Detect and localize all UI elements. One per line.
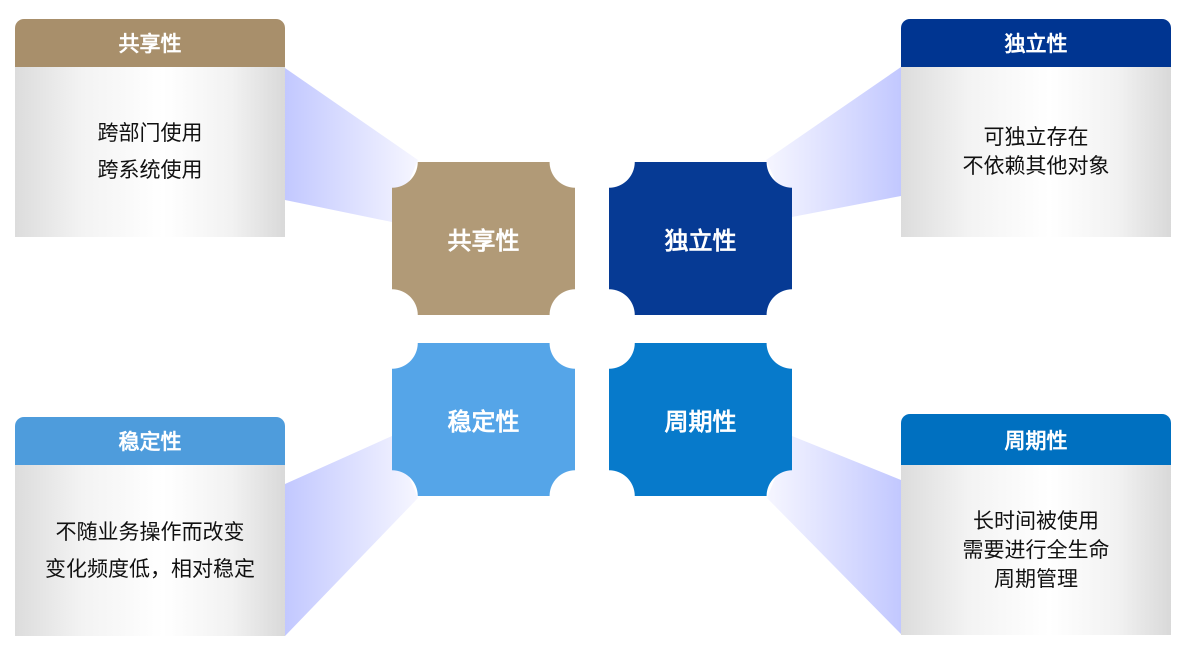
card-body: 可独立存在 不依赖其他对象	[901, 67, 1171, 237]
card-cycle: 周期性 长时间被使用 需要进行全生命 周期管理	[901, 414, 1171, 635]
card-line: 可独立存在	[983, 125, 1089, 149]
card-line: 需要进行全生命	[962, 537, 1110, 562]
beam-cycle	[767, 436, 901, 634]
card-title: 周期性	[901, 414, 1171, 465]
card-line: 不随业务操作而改变	[55, 519, 245, 544]
tile-shared: 共享性	[392, 162, 575, 315]
card-body: 不随业务操作而改变 变化频度低，相对稳定	[15, 465, 285, 636]
card-title: 共享性	[15, 19, 285, 67]
tile-label: 共享性	[447, 227, 520, 255]
tile-label: 稳定性	[447, 408, 520, 436]
tile-cycle: 周期性	[609, 343, 792, 496]
tile-stable: 稳定性	[392, 343, 575, 496]
card-line: 跨部门使用	[97, 121, 203, 145]
beam-shared	[285, 68, 418, 222]
beam-stable	[285, 436, 418, 636]
card-title: 稳定性	[15, 417, 285, 465]
card-body: 长时间被使用 需要进行全生命 周期管理	[901, 465, 1171, 635]
tile-label: 独立性	[664, 227, 737, 255]
card-line: 周期管理	[994, 566, 1078, 591]
card-line: 不依赖其他对象	[962, 154, 1110, 178]
tile-label: 周期性	[664, 408, 737, 436]
card-line: 跨系统使用	[97, 158, 203, 182]
card-line: 长时间被使用	[973, 508, 1099, 533]
card-body: 跨部门使用 跨系统使用	[15, 67, 285, 237]
card-line: 变化频度低，相对稳定	[45, 556, 255, 581]
beam-independent	[766, 67, 901, 217]
card-independent: 独立性 可独立存在 不依赖其他对象	[901, 19, 1171, 237]
card-shared: 共享性 跨部门使用 跨系统使用	[15, 19, 285, 237]
card-title: 独立性	[901, 19, 1171, 67]
card-stable: 稳定性 不随业务操作而改变 变化频度低，相对稳定	[15, 417, 285, 636]
tile-independent: 独立性	[609, 162, 792, 315]
